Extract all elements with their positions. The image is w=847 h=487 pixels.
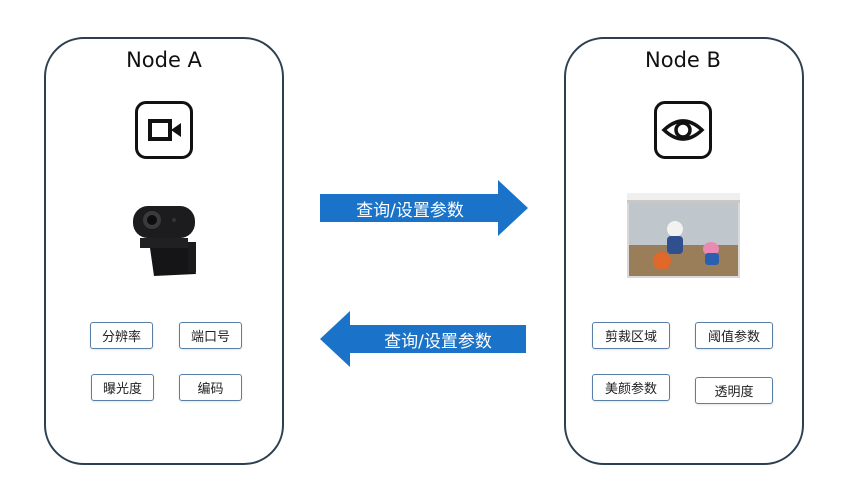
- camera-preview-window: [627, 193, 740, 278]
- tag-crop-area: 剪裁区域: [592, 322, 670, 349]
- tag-beauty: 美颜参数: [592, 374, 670, 401]
- arrow-left: [320, 311, 526, 367]
- tag-resolution: 分辨率: [90, 322, 153, 349]
- arrow-left-label: 查询/设置参数: [384, 331, 492, 352]
- tag-exposure: 曝光度: [91, 374, 154, 401]
- node-a-title: Node A: [126, 48, 202, 72]
- arrow-right-label: 查询/设置参数: [356, 200, 464, 221]
- tag-threshold: 阈值参数: [695, 322, 773, 349]
- tag-transparency: 透明度: [695, 377, 773, 404]
- eye-icon: [654, 101, 712, 159]
- video-camera-icon: [135, 101, 193, 159]
- webcam-photo: [133, 206, 196, 276]
- tag-encoding: 编码: [179, 374, 242, 401]
- node-b-title: Node B: [645, 48, 721, 72]
- tag-port: 端口号: [179, 322, 242, 349]
- arrow-right: [320, 180, 528, 236]
